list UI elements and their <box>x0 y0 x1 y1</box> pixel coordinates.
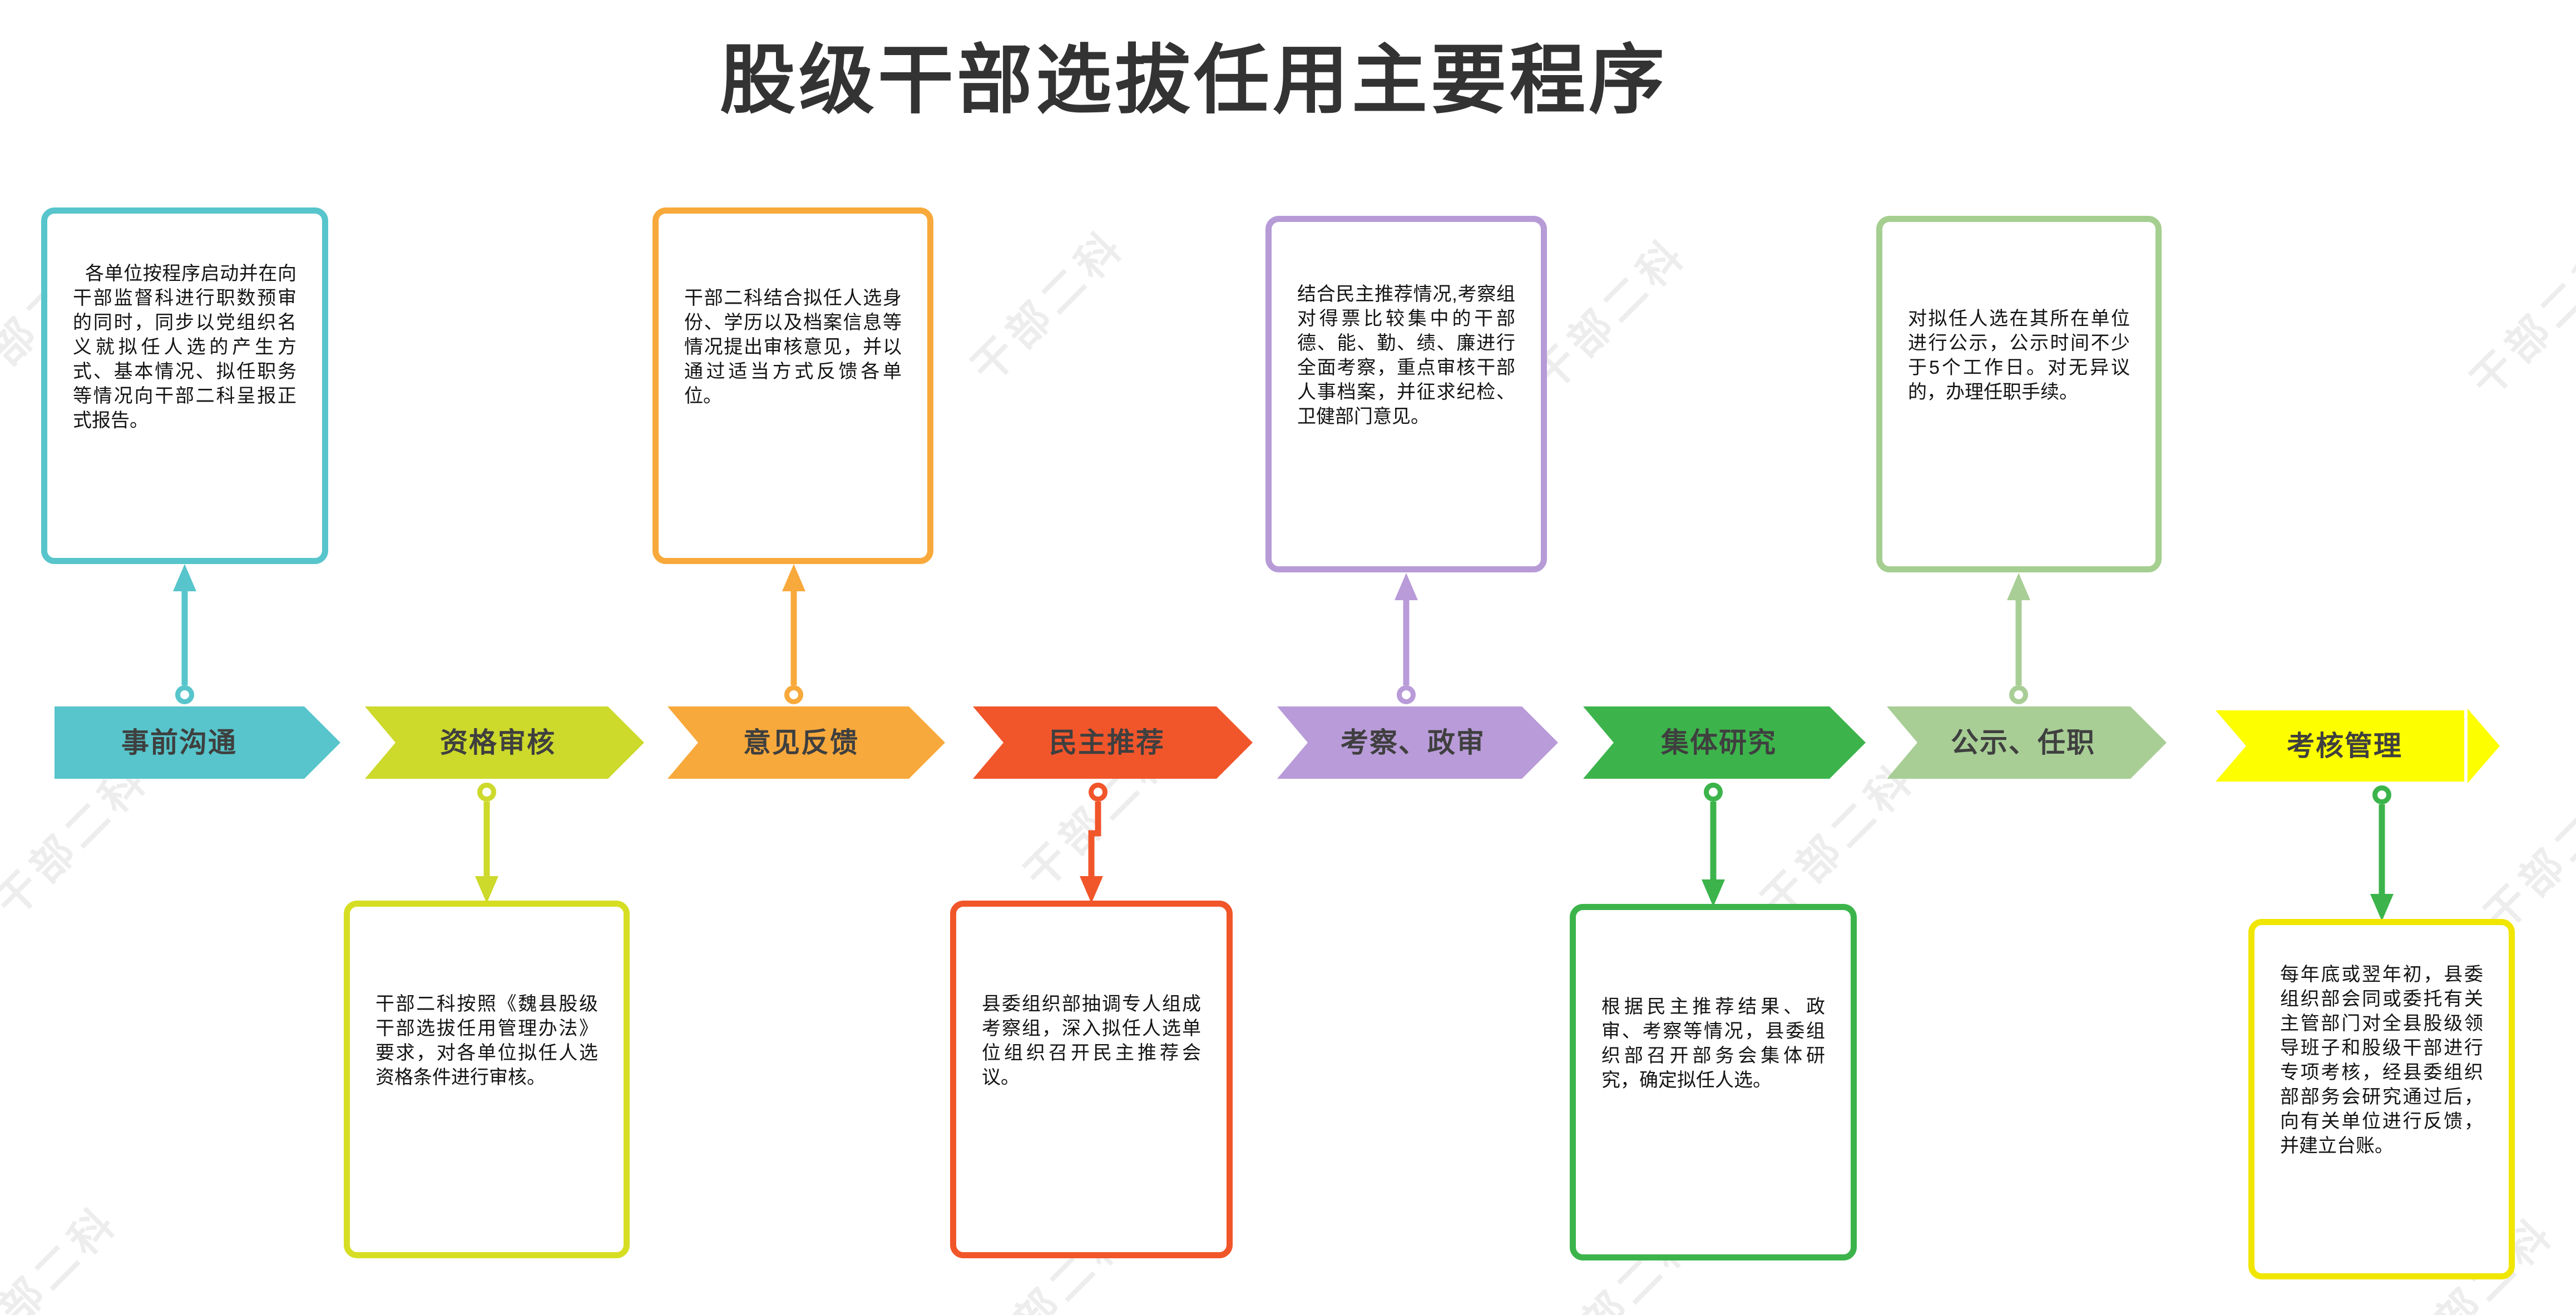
note-text-step-7: 对拟任人选在其所在单位进行公示，公示时间不少于5个工作日。对无异议的，办理任职手… <box>1908 308 2130 403</box>
chevron-shape <box>1277 706 1558 779</box>
step-4-chevron: 民主推荐 <box>973 706 1253 779</box>
note-box-step-8: 每年底或翌年初，县委组织部会同或委托有关主管部门对全县股级领导班子和股级干部进行… <box>2248 919 2515 1279</box>
connector-dot-icon <box>784 685 803 704</box>
arrowhead-up-icon <box>173 564 196 591</box>
note-text-step-4: 县委组织部抽调专人组成考察组，深入拟任人选单位组织召开民主推荐会议。 <box>982 993 1201 1088</box>
note-text-step-1: 各单位按程序启动并在向干部监督科进行职数预审的同时，同步以党组织名义就拟任人选的… <box>73 263 296 431</box>
step-8-chevron: 考核管理 <box>2216 709 2500 783</box>
connector-dot-icon <box>2009 685 2028 704</box>
note-text-step-5: 结合民主推荐情况,考察组对得票比较集中的干部德、能、勤、绩、廉进行全面考察，重点… <box>1297 283 1515 427</box>
note-text-step-2: 干部二科按照《魏县股级干部选拔任用管理办法》要求，对各单位拟任人选资格条件进行审… <box>375 993 598 1088</box>
note-box-step-3: 干部二科结合拟任人选身份、学历以及档案信息等情况提出审核意见，并以通过适当方式反… <box>652 207 933 564</box>
note-box-step-1: 各单位按程序启动并在向干部监督科进行职数预审的同时，同步以党组织名义就拟任人选的… <box>41 207 328 564</box>
connector-step-5 <box>1395 573 1418 704</box>
step-1-chevron: 事前沟通 <box>55 706 340 779</box>
step-5-chevron: 考察、政审 <box>1277 706 1558 779</box>
connector-step-6 <box>1702 783 1725 907</box>
connector-dot-icon <box>2372 785 2391 804</box>
connector-step-8 <box>2370 785 2394 921</box>
note-box-step-4: 县委组织部抽调专人组成考察组，深入拟任人选单位组织召开民主推荐会议。 <box>950 901 1233 1258</box>
arrowhead-up-icon <box>782 564 805 591</box>
note-text-step-6: 根据民主推荐结果、政审、考察等情况，县委组织部召开部务会集体研究，确定拟任人选。 <box>1601 996 1825 1091</box>
chevron-shape <box>2216 710 2464 782</box>
note-box-step-5: 结合民主推荐情况,考察组对得票比较集中的干部德、能、勤、绩、廉进行全面考察，重点… <box>1265 216 1547 572</box>
step-8-label: 考核管理 <box>2287 730 2402 762</box>
note-box-step-2: 干部二科按照《魏县股级干部选拔任用管理办法》要求，对各单位拟任人选资格条件进行审… <box>344 901 630 1258</box>
arrowhead-down-icon <box>1080 876 1103 903</box>
step-5-label: 考察、政审 <box>1341 727 1485 758</box>
page-title: 股级干部选拔任用主要程序 <box>720 38 1668 122</box>
connector-dot-icon <box>175 685 194 704</box>
note-box-step-7: 对拟任人选在其所在单位进行公示，公示时间不少于5个工作日。对无异议的，办理任职手… <box>1876 216 2162 572</box>
note-text-step-3: 干部二科结合拟任人选身份、学历以及档案信息等情况提出审核意见，并以通过适当方式反… <box>684 287 902 407</box>
arrowhead-down-icon <box>475 876 498 903</box>
connector-dot-icon <box>1704 783 1723 802</box>
step-7-label: 公示、任职 <box>1951 727 2095 758</box>
step-2-label: 资格审核 <box>440 727 556 758</box>
chevron-shape <box>1583 706 1866 779</box>
connector-step-4 <box>1080 783 1107 903</box>
step-4-label: 民主推荐 <box>1049 727 1165 758</box>
step-2-chevron: 资格审核 <box>365 706 644 779</box>
arrowhead-down-icon <box>1702 879 1725 907</box>
connector-dot-icon <box>1397 685 1416 704</box>
chevron-shape <box>365 706 644 779</box>
note-box-step-6: 根据民主推荐结果、政审、考察等情况，县委组织部召开部务会集体研究，确定拟任人选。 <box>1570 904 1857 1260</box>
step-3-label: 意见反馈 <box>743 727 859 758</box>
connector-step-2 <box>475 783 498 903</box>
arrowhead-down-icon <box>2370 894 2394 921</box>
connector-dot-icon <box>1089 783 1107 802</box>
connector-dot-icon <box>477 783 496 802</box>
note-text-step-8: 每年底或翌年初，县委组织部会同或委托有关主管部门对全县股级领导班子和股级干部进行… <box>2280 964 2483 1156</box>
arrowhead-up-icon <box>1395 573 1418 600</box>
chevron-shape <box>668 706 945 779</box>
step-3-chevron: 意见反馈 <box>668 706 945 779</box>
step-1-label: 事前沟通 <box>121 727 237 758</box>
chevron-tip-shape <box>2468 709 2500 783</box>
connector-step-7 <box>2007 573 2030 704</box>
chevron-shape <box>55 706 340 779</box>
step-6-label: 集体研究 <box>1660 727 1777 758</box>
chevron-shape <box>1887 706 2167 779</box>
connector-step-1 <box>173 564 196 704</box>
step-7-chevron: 公示、任职 <box>1887 706 2167 779</box>
arrowhead-up-icon <box>2007 573 2030 600</box>
connector-step-3 <box>782 564 805 704</box>
step-6-chevron: 集体研究 <box>1583 706 1866 779</box>
chevron-shape <box>973 706 1253 779</box>
